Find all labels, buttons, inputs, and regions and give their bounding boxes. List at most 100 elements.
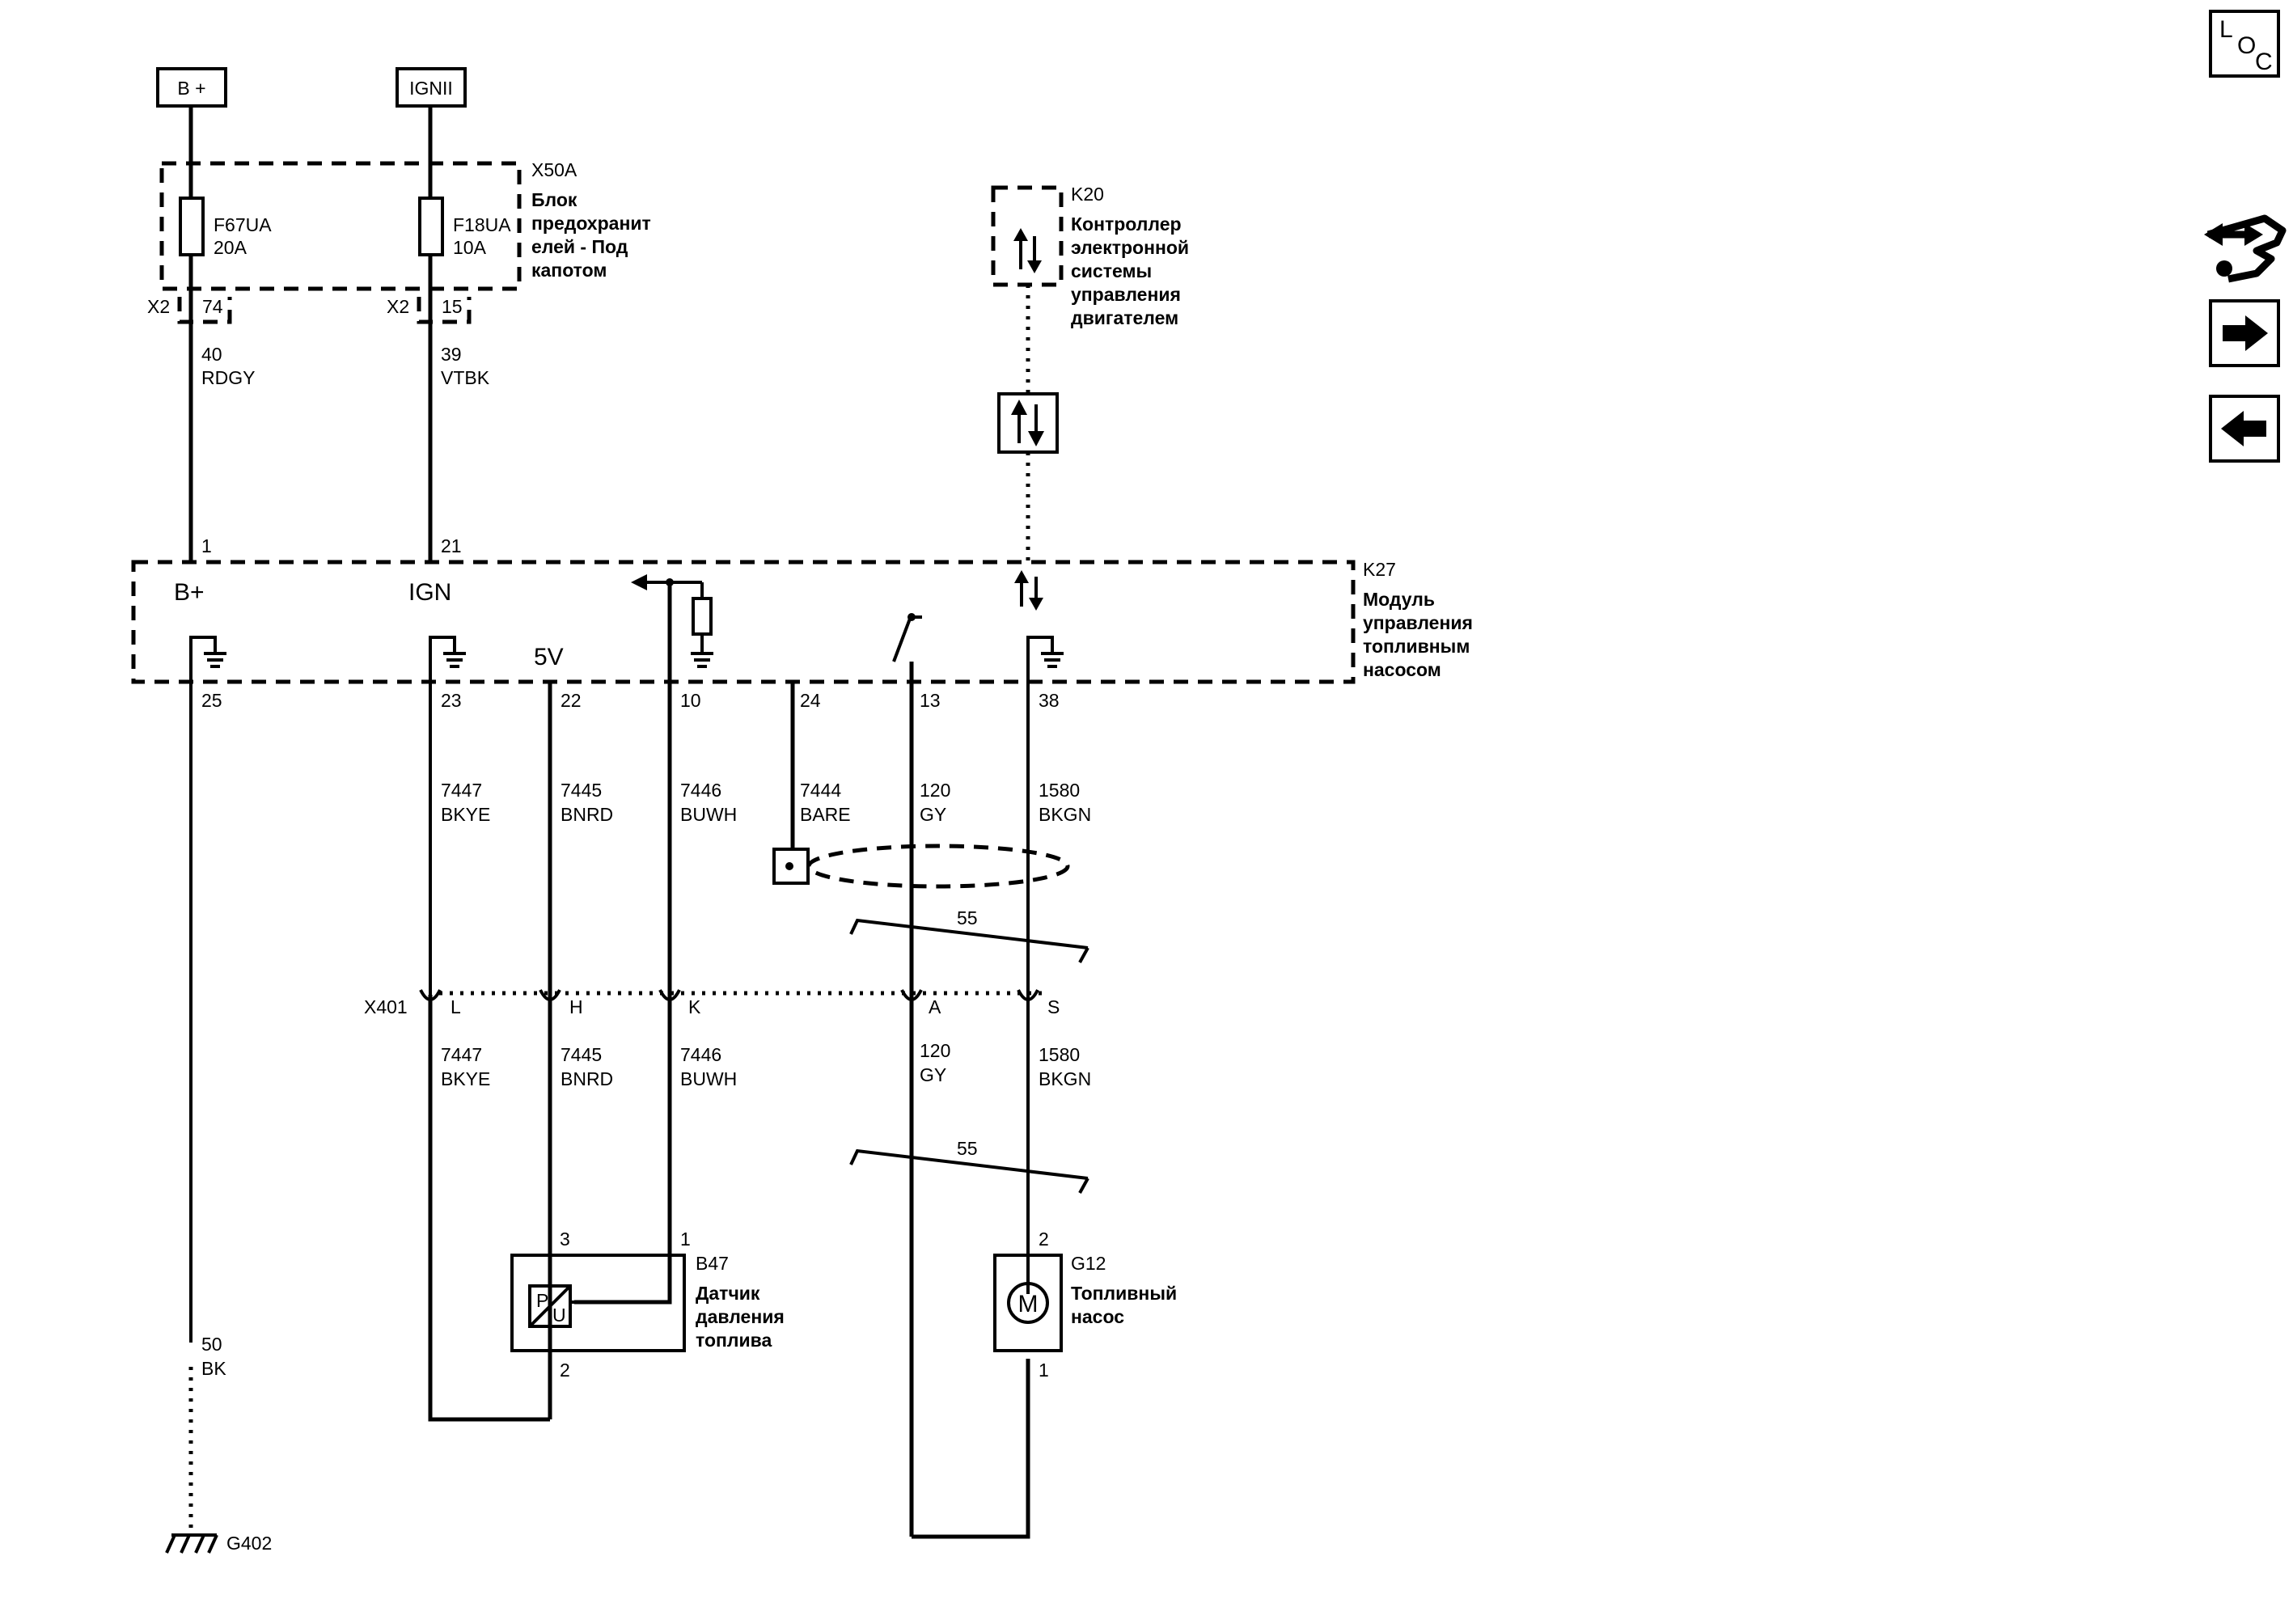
- module-5v-label: 5V: [534, 644, 564, 670]
- wire-circuit: 120: [920, 780, 950, 801]
- wire-color: BARE: [800, 804, 851, 825]
- module-pin: 23: [441, 690, 462, 711]
- ecm-name-line: электронной: [1071, 237, 1189, 258]
- fuse1-name: F67UA: [214, 214, 272, 235]
- chassis-ground-icon: [165, 1533, 218, 1554]
- module-pin: 22: [561, 690, 582, 711]
- pump-id: G12: [1071, 1253, 1106, 1274]
- twist-label: 55: [957, 1138, 978, 1159]
- pump-module-name-line: топливным: [1363, 636, 1470, 657]
- pump-ground-wire: [912, 1359, 1030, 1539]
- fuse2-pin: 15: [442, 296, 463, 317]
- connector-x2-74: [177, 297, 232, 324]
- wire-circuit: 7447: [441, 1044, 482, 1065]
- ign-power-box: IGNII: [396, 67, 467, 108]
- wire-color: GY: [920, 1064, 946, 1085]
- wire-color: BKGN: [1039, 1068, 1091, 1089]
- shield-drain-icon: [772, 848, 810, 885]
- wire-color: VTBK: [441, 367, 490, 388]
- ign-power-label: IGNII: [409, 78, 453, 99]
- fuse2-name: F18UA: [453, 214, 511, 235]
- fuse-block-name-line: Блок: [531, 189, 577, 210]
- pullup-resistor-icon: [691, 582, 713, 668]
- fuse-block-name-line: елей - Под: [531, 236, 628, 257]
- wire-color: BKYE: [441, 804, 490, 825]
- sensor-name-line: топлива: [696, 1330, 772, 1351]
- wire-color: BNRD: [561, 804, 613, 825]
- inline-pin: L: [451, 996, 461, 1017]
- ground-id: G402: [226, 1533, 272, 1554]
- ecm-id: K20: [1071, 184, 1104, 205]
- wire-circuit: 7445: [561, 780, 602, 801]
- sensor-symbol-p: P: [536, 1290, 548, 1311]
- ecm-serial-data-icon: [1013, 228, 1042, 273]
- ecm-name-line: управления: [1071, 284, 1181, 305]
- loc-letter: O: [2237, 32, 2256, 59]
- pump-name-line: насос: [1071, 1306, 1124, 1327]
- inline-pin: H: [569, 996, 583, 1017]
- wire-color: BKGN: [1039, 804, 1091, 825]
- twisted-pair-marker: [849, 1148, 1089, 1194]
- wire-circuit: 7444: [800, 780, 841, 801]
- wire-color: GY: [920, 804, 946, 825]
- pump-module-name-line: Модуль: [1363, 589, 1435, 610]
- ecm-outline: [991, 185, 1064, 287]
- twisted-pair-marker: [849, 918, 1089, 963]
- module-ign-label: IGN: [408, 579, 451, 606]
- twist-label: 55: [957, 907, 978, 928]
- module-pin: 10: [680, 690, 701, 711]
- pump-module-outline: [131, 560, 1356, 684]
- fuse-block-name-line: предохранит: [531, 213, 651, 234]
- inline-pin: K: [688, 996, 701, 1017]
- next-page-arrow-icon[interactable]: [2209, 299, 2280, 367]
- pump-pin: 1: [1039, 1360, 1049, 1381]
- loc-letter: C: [2255, 49, 2273, 75]
- connector-view-icon[interactable]: [2204, 214, 2287, 283]
- sensor-b47-body: [510, 1254, 686, 1352]
- module-bplus-label: B+: [174, 579, 205, 606]
- pump-module-name-line: насосом: [1363, 659, 1441, 680]
- wire-color: BKYE: [441, 1068, 490, 1089]
- loc-letter: L: [2219, 16, 2233, 43]
- fuse-block-id: X50A: [531, 159, 577, 180]
- inline-pin: S: [1047, 996, 1060, 1017]
- fuse1-rating: 20A: [214, 237, 247, 258]
- wire-circuit: 120: [920, 1040, 950, 1061]
- module-pin: 21: [441, 535, 462, 556]
- bplus-power-box: B +: [156, 67, 227, 108]
- motor-symbol: M: [1018, 1291, 1039, 1317]
- fuse2-rating: 10A: [453, 237, 487, 258]
- previous-page-arrow-icon[interactable]: [2209, 395, 2280, 463]
- module-serial-data-icon: [1014, 570, 1043, 611]
- sensor-pin: 1: [680, 1229, 691, 1250]
- module-pin: 13: [920, 690, 941, 711]
- sensor-name-line: давления: [696, 1306, 785, 1327]
- inline-pin: A: [929, 996, 941, 1017]
- wire-color: BK: [201, 1358, 226, 1379]
- fuse-block-outline: [159, 161, 522, 291]
- pump-module-name-line: управления: [1363, 612, 1473, 633]
- fuse1-conn: X2: [147, 296, 170, 317]
- loc-button[interactable]: L O C: [2209, 10, 2280, 78]
- ecm-name-line: Контроллер: [1071, 214, 1182, 235]
- wire-circuit: 1580: [1039, 780, 1080, 801]
- ecm-name-line: системы: [1071, 260, 1152, 281]
- inline-connector-id: X401: [364, 996, 408, 1017]
- wire-color: BNRD: [561, 1068, 613, 1089]
- ecm-name-line: двигателем: [1071, 307, 1178, 328]
- wire-circuit: 1580: [1039, 1044, 1080, 1065]
- wire-circuit: 40: [201, 344, 222, 365]
- fuse-block-name-line: капотом: [531, 260, 607, 281]
- fuse1-pin: 74: [202, 296, 223, 317]
- wire-circuit: 7446: [680, 1044, 721, 1065]
- pump-name-line: Топливный: [1071, 1283, 1177, 1304]
- module-pin: 1: [201, 535, 212, 556]
- sensor-symbol-u: U: [552, 1305, 566, 1326]
- wire-circuit: 7447: [441, 780, 482, 801]
- fuse-f18ua-symbol: [418, 197, 444, 256]
- fuse-f67ua-symbol: [179, 197, 205, 256]
- wire-7447-bkye: [428, 995, 550, 1422]
- wire-color: RDGY: [201, 367, 255, 388]
- pump-pin: 2: [1039, 1229, 1049, 1250]
- shield-ellipse: [806, 844, 1070, 889]
